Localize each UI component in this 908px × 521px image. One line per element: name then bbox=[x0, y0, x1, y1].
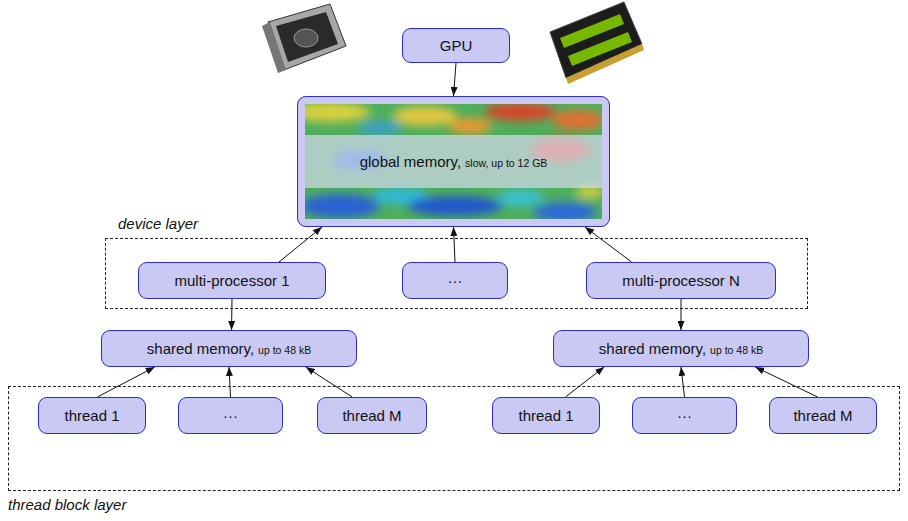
arrow-connector bbox=[231, 299, 232, 330]
arrow-connector bbox=[97, 367, 154, 397]
text-line: global memory, slow, up to 12 GB bbox=[360, 152, 548, 171]
gpu-card-picture bbox=[550, 2, 644, 84]
arrow-connector bbox=[565, 367, 604, 397]
heat-blobs bbox=[305, 104, 602, 219]
box-label: shared memory, bbox=[599, 340, 706, 357]
heat-blob bbox=[407, 196, 503, 216]
box-label: ··· bbox=[448, 272, 463, 289]
gpu-card-picture bbox=[262, 4, 346, 73]
ellipsis-box: ··· bbox=[632, 397, 737, 434]
text-line: thread 1 bbox=[518, 406, 573, 425]
ellipsis-box: ··· bbox=[402, 262, 508, 299]
shared-memory-box: shared memory, up to 48 kB bbox=[101, 330, 357, 367]
thread-box: thread M bbox=[769, 397, 877, 434]
box-label: multi-processor 1 bbox=[174, 272, 289, 289]
thread-box: thread M bbox=[317, 397, 427, 434]
text-line: GPU bbox=[440, 36, 473, 55]
processor-box: multi-processor N bbox=[586, 262, 776, 299]
box-note: slow, up to 12 GB bbox=[465, 157, 547, 169]
global-memory-box: global memory, slow, up to 12 GB bbox=[297, 96, 610, 227]
heat-blob bbox=[496, 190, 544, 206]
heat-blob bbox=[305, 104, 370, 122]
arrow-connector bbox=[279, 227, 322, 262]
text-line: multi-processor N bbox=[622, 271, 740, 290]
card-bracket bbox=[262, 22, 286, 73]
layer-label: device layer bbox=[118, 215, 198, 232]
box-note: up to 48 kB bbox=[258, 344, 311, 356]
box-label: multi-processor N bbox=[622, 272, 740, 289]
heat-blob bbox=[358, 121, 402, 135]
heat-blob bbox=[393, 106, 457, 126]
text-line: thread M bbox=[342, 406, 401, 425]
box-label: shared memory, bbox=[147, 340, 254, 357]
shared-memory-box: shared memory, up to 48 kB bbox=[553, 330, 809, 367]
card-stripe bbox=[568, 32, 632, 66]
box-label: ··· bbox=[677, 407, 692, 424]
processor-box: multi-processor 1 bbox=[138, 262, 326, 299]
card-fan bbox=[294, 29, 318, 47]
connector-group bbox=[97, 63, 817, 397]
arrow-connector bbox=[755, 367, 817, 397]
thread-box: thread 1 bbox=[38, 397, 146, 434]
arrow-connector bbox=[454, 63, 457, 96]
gpu-box: GPU bbox=[402, 28, 510, 63]
text-line: ··· bbox=[223, 406, 238, 425]
text-line: shared memory, up to 48 kB bbox=[147, 339, 311, 358]
heat-blob bbox=[533, 202, 597, 219]
arrow-connector bbox=[585, 227, 632, 262]
box-label: thread 1 bbox=[64, 407, 119, 424]
arrow-connector bbox=[681, 299, 682, 330]
layer-label: thread block layer bbox=[8, 496, 126, 513]
text-line: multi-processor 1 bbox=[174, 271, 289, 290]
text-line: ··· bbox=[677, 406, 692, 425]
text-line: thread M bbox=[793, 406, 852, 425]
card-shroud bbox=[276, 12, 338, 62]
box-label: thread M bbox=[793, 407, 852, 424]
arrow-connector bbox=[454, 227, 456, 262]
device-layer-region: device layermulti-processor 1···multi-pr… bbox=[105, 238, 808, 309]
thread-block-region: thread block layerthread 1···thread Mthr… bbox=[8, 386, 900, 491]
layer-label-wrap: thread block layer bbox=[8, 496, 126, 514]
box-label: ··· bbox=[223, 407, 238, 424]
text-line: thread 1 bbox=[64, 406, 119, 425]
card-contacts bbox=[566, 44, 644, 84]
arrow-connector bbox=[229, 367, 231, 397]
box-label: global memory, bbox=[360, 153, 461, 170]
box-note: up to 48 kB bbox=[710, 344, 763, 356]
ellipsis-box: ··· bbox=[178, 397, 283, 434]
arrow-connector bbox=[681, 367, 685, 397]
heat-blob bbox=[448, 118, 492, 134]
heat-blob bbox=[552, 110, 602, 130]
arrow-connector bbox=[306, 367, 352, 397]
heat-map bbox=[305, 104, 602, 219]
text-band bbox=[305, 135, 602, 188]
heat-blob bbox=[484, 104, 556, 121]
thread-box: thread 1 bbox=[492, 397, 600, 434]
text-line: ··· bbox=[448, 271, 463, 290]
heat-blob bbox=[305, 194, 380, 218]
box-label: GPU bbox=[440, 37, 473, 54]
text-line: shared memory, up to 48 kB bbox=[599, 339, 763, 358]
layer-label-wrap: device layer bbox=[118, 215, 198, 233]
box-label: thread M bbox=[342, 407, 401, 424]
box-label: thread 1 bbox=[518, 407, 573, 424]
